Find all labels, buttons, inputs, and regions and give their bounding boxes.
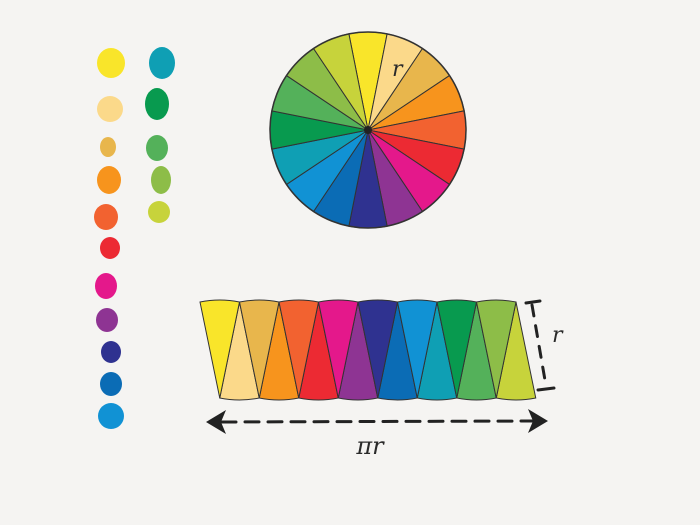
paint-dot <box>146 135 168 161</box>
strip-height-label: r <box>552 323 564 348</box>
paint-dot <box>96 308 118 332</box>
paint-dot <box>98 403 124 429</box>
paint-dots-column-right <box>145 47 175 223</box>
rearranged-slices-strip <box>199 299 537 401</box>
paint-dot <box>94 204 118 230</box>
paint-dot <box>149 47 175 79</box>
paint-dot <box>101 341 121 363</box>
height-bracket-dashed-line <box>530 303 548 388</box>
circle-outline <box>269 31 467 229</box>
paint-dot <box>95 273 117 299</box>
circle-center-dot <box>364 126 372 134</box>
sliced-circle <box>269 31 467 229</box>
paint-dot <box>97 166 121 194</box>
arrow-right-icon <box>528 409 548 433</box>
width-arrow-dashed-line <box>220 419 535 424</box>
paint-dots-column-left <box>94 48 125 429</box>
paint-dot <box>148 201 170 223</box>
width-arrow <box>206 409 548 434</box>
height-bracket-bottom-tick <box>536 386 556 392</box>
paint-dot <box>145 88 169 120</box>
paint-dot <box>151 166 171 194</box>
strip-slice-top <box>475 299 517 399</box>
circle-radius-label: r <box>392 57 404 82</box>
strip-width-label: πr <box>355 432 385 460</box>
height-bracket-top-tick <box>524 299 542 305</box>
paint-dot <box>97 96 123 122</box>
paint-dot <box>100 237 120 259</box>
paint-dot <box>97 48 125 78</box>
paint-dot <box>100 372 122 396</box>
paint-dot <box>100 137 116 157</box>
height-bracket <box>524 299 556 392</box>
arrow-left-icon <box>206 410 226 434</box>
